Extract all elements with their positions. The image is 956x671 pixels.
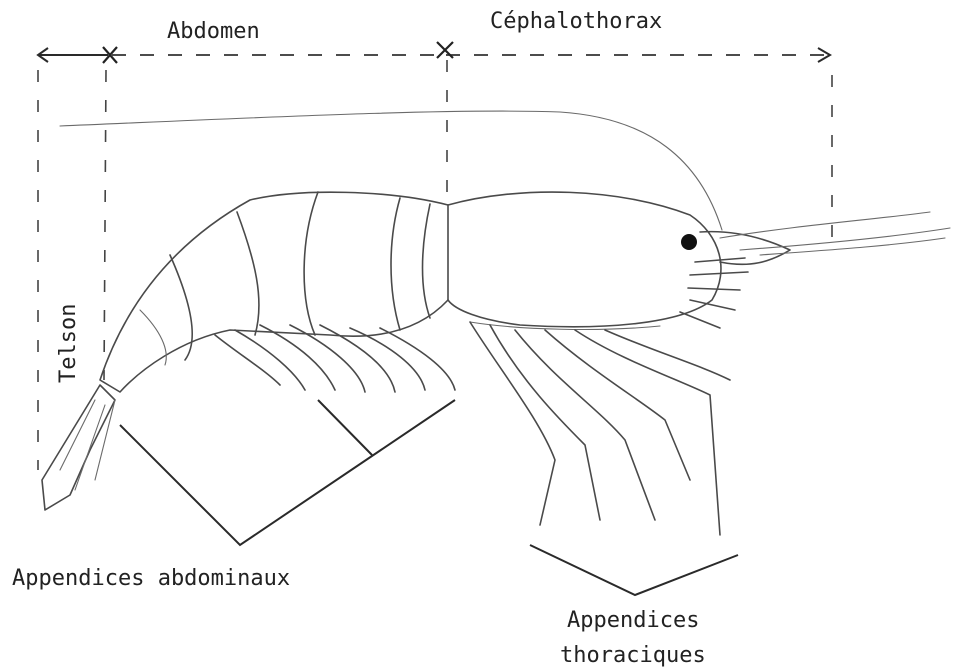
- cephalothorax-start-marker: [437, 42, 453, 58]
- measurement-line: [38, 42, 830, 63]
- abdominal-bracket: [120, 400, 455, 545]
- thoracic-bracket: [530, 545, 738, 595]
- telson-label: Telson: [58, 304, 80, 383]
- eye: [681, 234, 697, 250]
- abdominal-appendages-label: Appendices abdominaux: [12, 568, 290, 590]
- antenna: [60, 111, 722, 230]
- thoracic-appendages-label-line1: Appendices: [567, 610, 699, 632]
- thoracic-appendages-label-line2: thoraciques: [560, 645, 706, 667]
- cephalothorax-label: Céphalothorax: [490, 11, 662, 33]
- shrimp-body: [42, 192, 950, 510]
- thoracic-appendages: [470, 322, 730, 535]
- abdomen-label: Abdomen: [167, 21, 260, 43]
